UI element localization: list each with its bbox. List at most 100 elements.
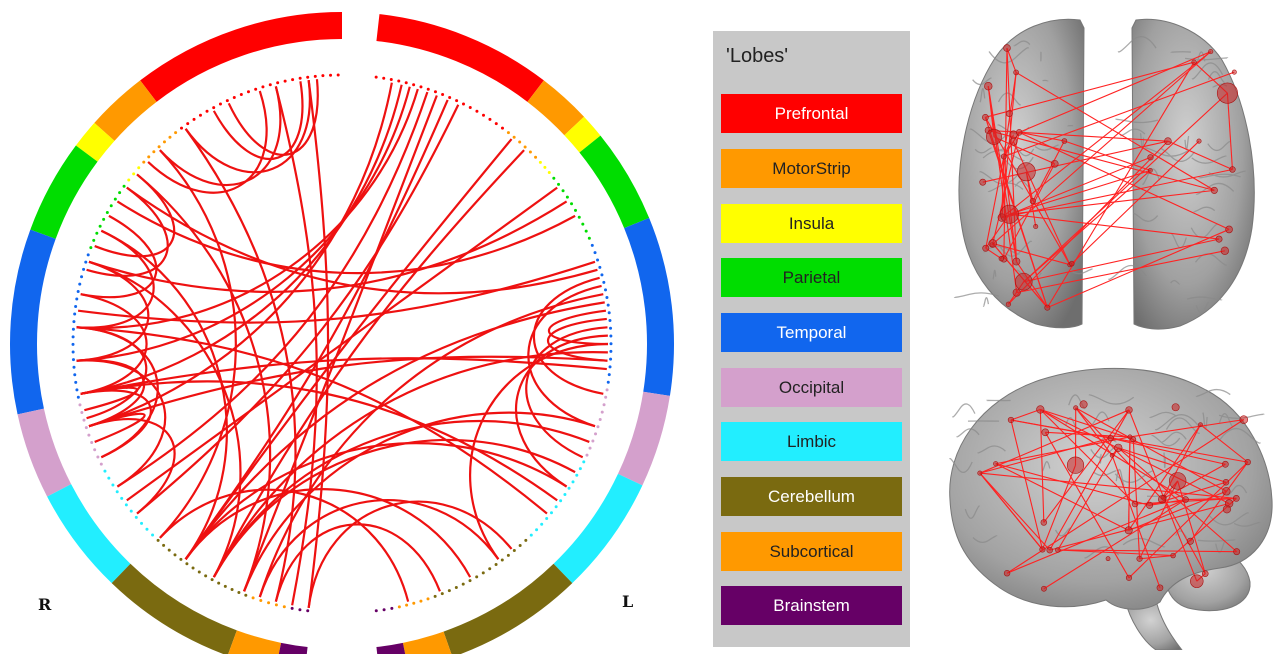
node-dot: [158, 145, 161, 148]
node-dot: [135, 516, 138, 519]
node-dot: [100, 463, 103, 466]
node-dot: [80, 411, 83, 414]
node-dot: [501, 127, 504, 130]
node-dot: [102, 218, 105, 221]
brain-node: [1069, 261, 1074, 266]
node-dot: [557, 183, 560, 186]
node-dot: [162, 544, 165, 547]
brain-node: [1198, 423, 1202, 427]
node-dot: [390, 607, 393, 610]
node-dot: [524, 145, 527, 148]
node-dot: [588, 237, 591, 240]
node-dot: [482, 114, 485, 117]
node-dot: [419, 85, 422, 88]
node-dot: [199, 114, 202, 117]
node-dot: [269, 83, 272, 86]
node-dot: [77, 396, 80, 399]
ring-segment-right-occipital: [18, 409, 72, 497]
brain-node: [984, 82, 992, 90]
node-dot: [390, 78, 393, 81]
brain-node: [1146, 502, 1152, 508]
connection-link: [214, 440, 575, 577]
brain-side-view: [920, 350, 1276, 650]
node-dot: [72, 328, 75, 331]
brain-node: [1240, 416, 1248, 424]
legend-item-brainstem[interactable]: Brainstem: [721, 586, 902, 625]
brain-node: [1037, 406, 1045, 414]
legend-item-occipital[interactable]: Occipital: [721, 368, 902, 407]
connection-link: [95, 174, 174, 256]
node-dot: [168, 549, 171, 552]
node-dot: [212, 106, 215, 109]
brain-node: [1233, 495, 1239, 501]
node-dot: [448, 589, 451, 592]
node-dot: [72, 320, 75, 323]
brain-node: [1004, 570, 1010, 576]
node-dot: [73, 313, 76, 316]
brain-node: [1126, 575, 1132, 581]
node-dot: [419, 600, 422, 603]
node-dot: [609, 358, 612, 361]
legend-item-prefrontal[interactable]: Prefrontal: [721, 94, 902, 133]
brain-node: [1041, 586, 1046, 591]
node-dot: [596, 258, 599, 261]
node-dot: [80, 275, 83, 278]
node-dot: [601, 411, 604, 414]
node-dot: [495, 563, 498, 566]
node-dot: [475, 110, 478, 113]
node-dot: [337, 74, 340, 77]
node-dot: [606, 388, 609, 391]
brain-side-render: [920, 350, 1276, 650]
node-dot: [501, 559, 504, 562]
node-dot: [73, 366, 76, 369]
brain-node: [1169, 473, 1186, 490]
node-dot: [604, 288, 607, 291]
connection-link: [160, 150, 236, 538]
node-dot: [186, 122, 189, 125]
legend-item-cerebellum[interactable]: Cerebellum: [721, 477, 902, 516]
node-dot: [224, 585, 227, 588]
brain-node: [1051, 160, 1058, 167]
legend-item-subcortical[interactable]: Subcortical: [721, 532, 902, 571]
node-dot: [240, 93, 243, 96]
node-dot: [434, 90, 437, 93]
node-dot: [581, 223, 584, 226]
legend-item-parietal[interactable]: Parietal: [721, 258, 902, 297]
node-dot: [607, 304, 610, 307]
legend-item-insula[interactable]: Insula: [721, 204, 902, 243]
legend-item-limbic[interactable]: Limbic: [721, 422, 902, 461]
node-dot: [231, 588, 234, 591]
node-dot: [90, 441, 93, 444]
brain-node: [1013, 289, 1020, 296]
node-dot: [137, 166, 140, 169]
node-dot: [535, 528, 538, 531]
node-dot: [455, 99, 458, 102]
node-dot: [173, 553, 176, 556]
brain-node: [1126, 407, 1133, 414]
node-dot: [599, 418, 602, 421]
brain-node: [1030, 198, 1036, 204]
node-dot: [147, 155, 150, 158]
node-dot: [529, 151, 532, 154]
connection-link: [186, 302, 605, 559]
legend-item-temporal[interactable]: Temporal: [721, 313, 902, 352]
brain-node: [1067, 457, 1084, 474]
brain-node: [1208, 49, 1212, 53]
node-dot: [441, 592, 444, 595]
node-dot: [321, 74, 324, 77]
node-dot: [247, 90, 250, 93]
node-dot: [93, 448, 96, 451]
ring-segment-right-cerebellum: [112, 564, 237, 654]
node-dot: [540, 523, 543, 526]
node-dot: [73, 373, 76, 376]
node-dot: [87, 434, 90, 437]
brain-node: [1017, 163, 1035, 181]
brain-node: [1164, 138, 1171, 145]
brain-node: [1013, 258, 1020, 265]
node-dot: [585, 454, 588, 457]
node-dot: [244, 594, 247, 597]
gyrus-line: [954, 293, 998, 297]
node-dot: [412, 602, 415, 605]
legend-item-motorstrip[interactable]: MotorStrip: [721, 149, 902, 188]
brain-node: [1006, 110, 1012, 116]
